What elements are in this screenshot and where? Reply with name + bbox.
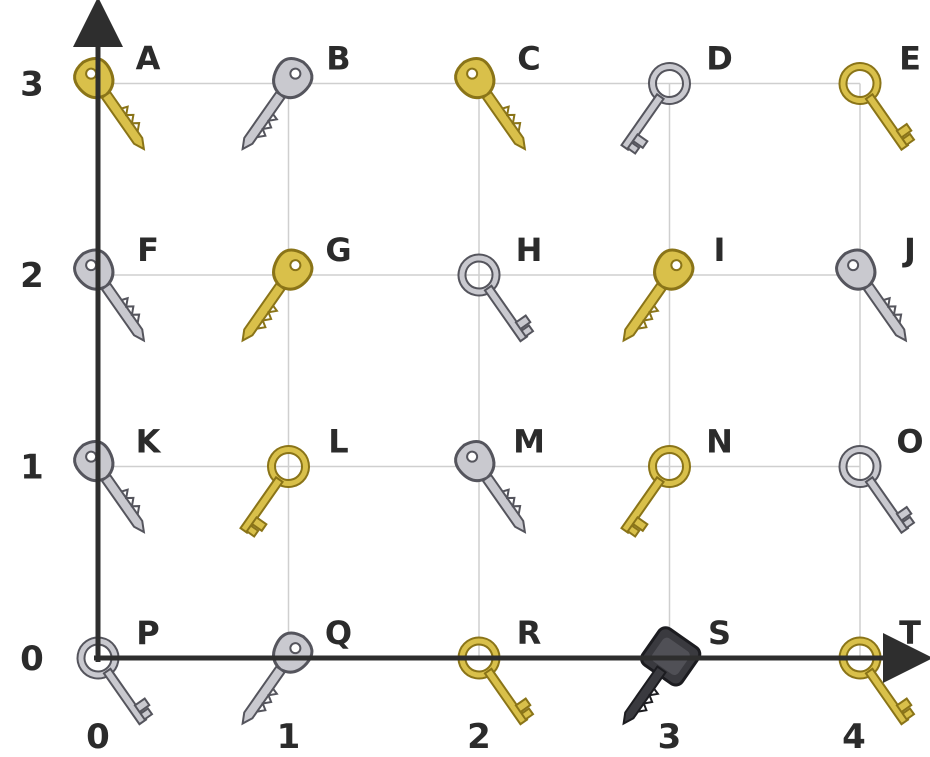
grid-lines [98, 84, 860, 659]
key-shape [230, 443, 312, 540]
keys-layer [68, 52, 921, 738]
key-blade [102, 92, 148, 152]
y-tick-label: 0 [20, 639, 44, 679]
gold-round-key-icon [228, 243, 319, 351]
key-blade [483, 475, 529, 535]
gold-ring-key-icon [230, 443, 312, 540]
point-label-n: N [706, 423, 733, 461]
key-shaft [485, 286, 527, 341]
gold-flat-key-icon [609, 243, 700, 351]
key-blade [102, 284, 148, 344]
key-shape [604, 625, 703, 738]
point-label-g: G [325, 231, 351, 269]
key-shaft [866, 477, 908, 532]
y-tick-label: 1 [20, 448, 44, 488]
point-label-b: B [326, 40, 350, 78]
silver-ring-key-icon [611, 60, 693, 157]
point-label-c: C [517, 40, 540, 78]
point-label-m: M [513, 423, 545, 461]
key-shape [228, 243, 319, 351]
point-label-h: H [516, 231, 543, 269]
key-shaft [104, 669, 146, 724]
x-tick-label: 4 [842, 717, 866, 757]
point-label-k: K [136, 423, 162, 461]
point-label-t: T [899, 614, 921, 652]
point-label-a: A [136, 40, 161, 78]
key-shaft [485, 669, 527, 724]
point-label-r: R [517, 614, 542, 652]
y-tick-label: 3 [20, 65, 44, 105]
x-tick-label: 2 [467, 717, 491, 757]
point-label-q: Q [325, 614, 352, 652]
x-tick-label: 0 [86, 717, 110, 757]
labels-layer: 0 1 2 3 4 0 1 2 3 A B C D E F G H I J K L M N O P Q R S T [20, 40, 923, 757]
key-shape [609, 243, 700, 351]
key-blade [483, 92, 529, 152]
point-label-f: F [137, 231, 159, 269]
point-label-o: O [896, 423, 923, 461]
silver-flat-key-icon [228, 626, 319, 734]
point-label-l: L [328, 423, 348, 461]
key-blade [239, 284, 285, 344]
silver-flat-key-icon [228, 52, 319, 160]
point-label-j: J [902, 231, 916, 269]
point-label-p: P [136, 614, 159, 652]
gold-ring-key-icon [611, 443, 693, 540]
key-blade [102, 475, 148, 535]
black-car-key-icon [604, 625, 703, 738]
key-blade [864, 284, 910, 344]
x-tick-label: 1 [277, 717, 301, 757]
key-blade [620, 284, 666, 344]
x-tick-label: 3 [658, 717, 682, 757]
point-label-e: E [899, 40, 921, 78]
key-shaft [866, 669, 908, 724]
key-blade [239, 92, 285, 152]
key-shaft [866, 94, 908, 149]
key-shape [611, 443, 693, 540]
y-tick-label: 2 [20, 256, 44, 296]
point-label-i: I [714, 231, 726, 269]
point-label-s: S [708, 614, 731, 652]
point-label-d: D [706, 40, 733, 78]
key-shape [611, 60, 693, 157]
key-shape [228, 626, 319, 734]
key-shape [228, 52, 319, 160]
